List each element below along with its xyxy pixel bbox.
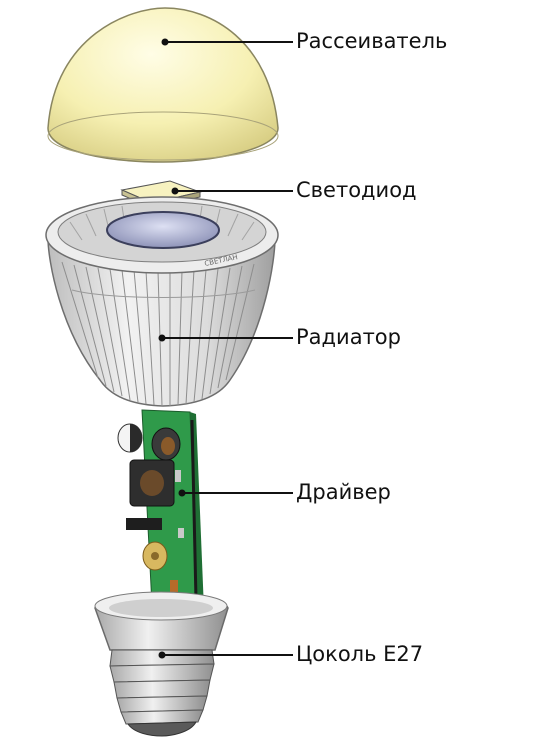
diffuser-dome [47, 7, 279, 163]
driver-board [117, 409, 204, 621]
radiator-body [45, 196, 279, 407]
label-driver: Драйвер [296, 480, 391, 504]
leader-lines [162, 41, 293, 656]
label-radiator: Радиатор [296, 325, 401, 349]
label-base: Цоколь Е27 [296, 642, 424, 666]
e27-base [94, 591, 229, 737]
leader-dots [158, 38, 186, 659]
label-led: Светодиод [296, 178, 417, 202]
label-diffuser: Рассеиватель [296, 29, 448, 53]
